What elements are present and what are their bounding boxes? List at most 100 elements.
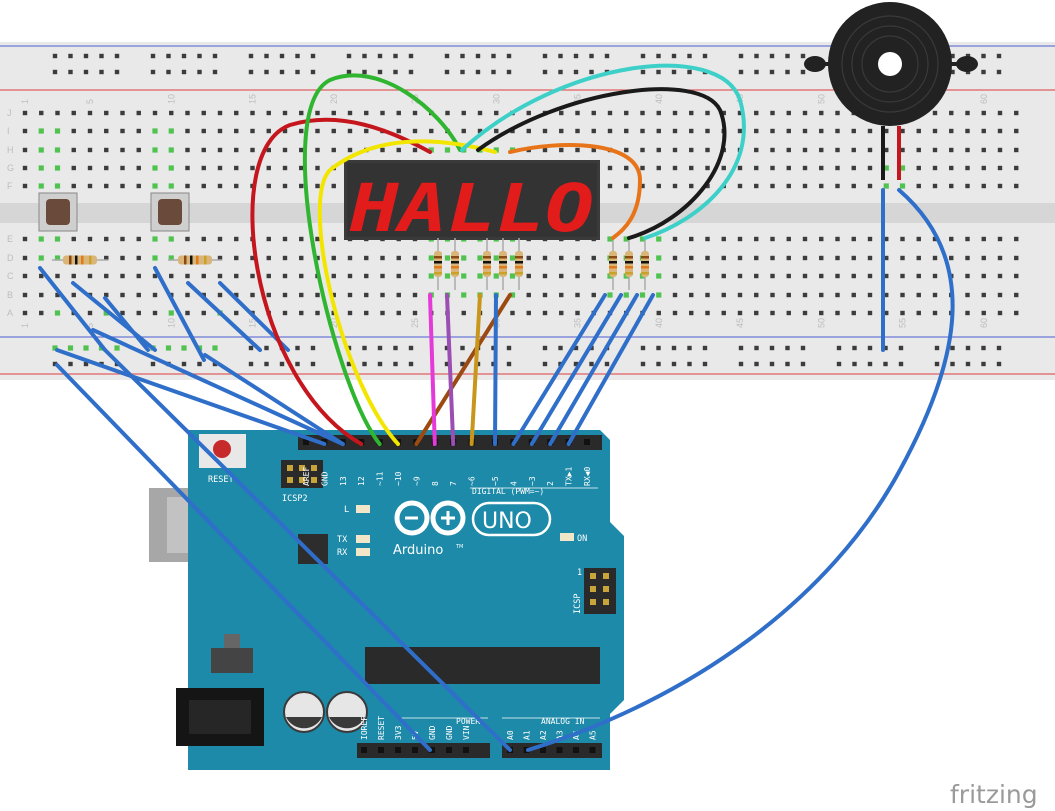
column-number-top: 5 bbox=[85, 99, 95, 104]
row-letter: J bbox=[7, 108, 12, 118]
wire-blue-a0 bbox=[103, 348, 512, 752]
arduino-logo-tm: TM bbox=[455, 544, 463, 550]
wire-blue-d1 bbox=[566, 293, 655, 446]
column-number-bottom: 1 bbox=[20, 323, 30, 328]
analog-pin-label: A3 bbox=[556, 730, 565, 740]
column-number-bottom: 5 bbox=[85, 323, 95, 328]
wire-blue-gnd bbox=[55, 348, 327, 446]
digital-pin-label: ~11 bbox=[376, 471, 385, 486]
power-pin-label: GND bbox=[428, 725, 437, 740]
power-pin-label: 3V3 bbox=[394, 725, 403, 740]
analog-pin-label: A0 bbox=[506, 730, 515, 740]
led-tx bbox=[356, 535, 370, 543]
digital-pin-label: RX◀0 bbox=[583, 467, 592, 486]
digital-pin-label: ~3 bbox=[528, 476, 537, 486]
power-pin-label: VIN bbox=[462, 725, 471, 740]
piezo-buzzer bbox=[804, 2, 978, 180]
wire-blue-buzzer-a1 bbox=[526, 188, 955, 752]
digital-pin-label: ~9 bbox=[412, 476, 421, 486]
wire-blue bbox=[38, 266, 107, 352]
column-number-top: 20 bbox=[329, 94, 339, 104]
digital-pin-label: 2 bbox=[546, 481, 555, 486]
row-letter: F bbox=[7, 181, 13, 191]
analog-section-label: ANALOG IN bbox=[541, 717, 585, 726]
column-number-bottom: 10 bbox=[166, 318, 176, 328]
resistors bbox=[52, 238, 649, 290]
led-on bbox=[560, 533, 574, 541]
column-number-bottom: 35 bbox=[573, 318, 583, 328]
voltage-regulator bbox=[211, 648, 253, 673]
digital-pin-label: TX▶1 bbox=[565, 467, 574, 486]
icsp-header bbox=[584, 568, 616, 614]
arduino-logo bbox=[394, 500, 466, 536]
column-number-bottom: 45 bbox=[735, 318, 745, 328]
column-number-bottom: 15 bbox=[248, 318, 258, 328]
column-number-bottom: 20 bbox=[329, 318, 339, 328]
led-rx-label: RX bbox=[337, 548, 348, 558]
usb-chip bbox=[298, 534, 328, 564]
pushbutton-1 bbox=[38, 192, 78, 232]
digital-pin-label: GND bbox=[320, 471, 329, 486]
column-number-top: 60 bbox=[979, 94, 989, 104]
digital-pin-label: ~6 bbox=[468, 476, 477, 486]
seven-segment-display: HALLO bbox=[344, 160, 600, 247]
power-section-label: POWER bbox=[456, 717, 480, 726]
row-letter: G bbox=[7, 163, 14, 173]
column-number-top: 35 bbox=[573, 94, 583, 104]
analog-header bbox=[502, 743, 602, 758]
arduino-board-pcb bbox=[188, 430, 624, 770]
power-header bbox=[357, 743, 490, 758]
resistor bbox=[63, 255, 97, 265]
row-letter: H bbox=[7, 145, 14, 155]
pushbutton-2 bbox=[150, 192, 190, 232]
led-tx-label: TX bbox=[337, 535, 348, 545]
analog-pin-label: A2 bbox=[539, 730, 548, 740]
wire-gold bbox=[469, 293, 482, 446]
digital-pin-label: 8 bbox=[431, 481, 440, 486]
led-l-label: L bbox=[344, 505, 349, 515]
analog-pin-label: A1 bbox=[523, 730, 532, 740]
power-pin-label: IOREF bbox=[360, 716, 369, 740]
column-number-bottom: 55 bbox=[898, 318, 908, 328]
icsp-pin1-label: 1 bbox=[577, 568, 582, 578]
row-letter: B bbox=[7, 290, 13, 300]
column-number-top: 15 bbox=[248, 94, 258, 104]
atmega-chip bbox=[365, 647, 600, 684]
wire-blue bbox=[153, 266, 206, 362]
row-letter: D bbox=[7, 253, 14, 263]
led-on-label: ON bbox=[577, 534, 587, 544]
column-number-bottom: 60 bbox=[979, 318, 989, 328]
column-number-top: 10 bbox=[166, 94, 176, 104]
digital-pin-label: 7 bbox=[449, 481, 458, 486]
analog-pin-label: A5 bbox=[589, 730, 598, 740]
reset-label: RESET bbox=[208, 475, 234, 485]
row-letter: C bbox=[7, 271, 14, 281]
wires bbox=[38, 63, 955, 752]
led-rx bbox=[356, 548, 370, 556]
wire-cyan bbox=[460, 63, 746, 240]
digital-pin-label: AREF bbox=[302, 467, 311, 486]
column-number-top: 50 bbox=[816, 94, 826, 104]
wire-black bbox=[476, 87, 727, 240]
arduino-uno-board: RESET ICSP2 L TX RX ON bbox=[149, 430, 624, 770]
wire-purple bbox=[445, 293, 456, 446]
digital-pin-label: ~10 bbox=[394, 471, 403, 486]
row-letter: A bbox=[7, 308, 13, 318]
icsp-label: ICSP bbox=[573, 594, 583, 614]
column-number-bottom: 40 bbox=[654, 318, 664, 328]
wire-blue-d5 bbox=[493, 293, 498, 446]
digital-section-label: DIGITAL (PWM=~) bbox=[472, 487, 544, 496]
icsp2-label: ICSP2 bbox=[282, 494, 308, 504]
wire-blue-13 bbox=[91, 328, 345, 446]
wire-red bbox=[250, 117, 432, 446]
wire-blue-d3 bbox=[529, 293, 623, 446]
wire-blue bbox=[203, 353, 345, 446]
column-number-top: 30 bbox=[491, 94, 501, 104]
digital-pin-label: 4 bbox=[509, 481, 518, 486]
fritzing-watermark: fritzing bbox=[950, 780, 1038, 809]
row-letter: I bbox=[7, 126, 10, 136]
led-l bbox=[356, 505, 370, 513]
